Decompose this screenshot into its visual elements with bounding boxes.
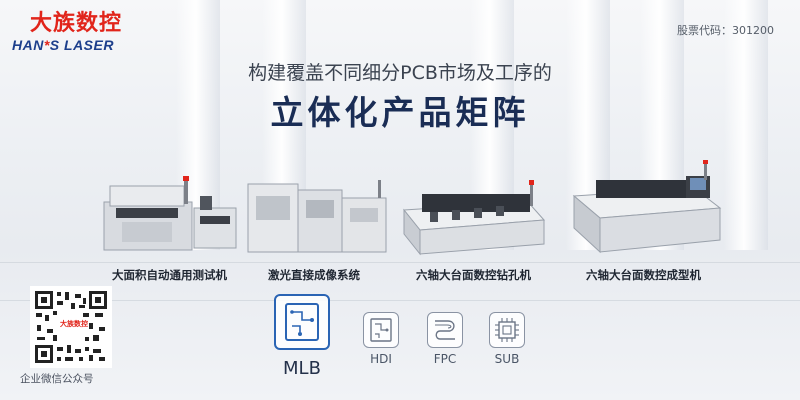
process-mlb-box[interactable] [274, 294, 330, 350]
brand-star: * [43, 37, 50, 53]
mlb-board-icon [285, 303, 319, 341]
qr-center-logo: 大族数控 [60, 320, 88, 328]
process-hdi-label: HDI [370, 352, 392, 366]
brand-en-right: S LASER [49, 37, 114, 53]
process-mlb[interactable]: MLB [270, 294, 334, 379]
stock-number: 301200 [732, 24, 774, 37]
process-sub-box[interactable] [489, 312, 525, 348]
process-fpc-label: FPC [433, 352, 457, 366]
process-hdi-box[interactable] [363, 312, 399, 348]
floor-line [0, 300, 800, 301]
brand-en-left: HAN [12, 37, 44, 53]
stock-label: 股票代码： [677, 24, 732, 37]
brand-logo[interactable]: 大族数控 HAN*S LASER [12, 12, 132, 54]
machine-label-ldi: 激光直接成像系统 [268, 268, 360, 282]
machine-label-routing: 六轴大台面数控成型机 [586, 268, 701, 282]
ldi-machine-image[interactable] [246, 178, 388, 256]
wechat-qr-code[interactable]: 大族数控 [30, 286, 112, 368]
process-mlb-label: MLB [283, 358, 321, 379]
drilling-machine-image[interactable] [398, 180, 550, 256]
process-hdi[interactable]: HDI [360, 312, 402, 366]
brand-name-en: HAN*S LASER [12, 36, 132, 54]
machine-label-tester: 大面积自动通用测试机 [112, 268, 227, 282]
process-sub[interactable]: SUB [486, 312, 528, 366]
headline-subtitle: 构建覆盖不同细分PCB市场及工序的 [248, 62, 552, 84]
machine-label-drilling: 六轴大台面数控钻孔机 [416, 268, 531, 282]
background-column [724, 0, 768, 250]
qr-code-icon [33, 289, 109, 365]
routing-machine-image[interactable] [570, 160, 726, 256]
stock-code: 股票代码：301200 [677, 22, 774, 38]
headline-title: 立体化产品矩阵 [270, 93, 530, 132]
qr-caption: 企业微信公众号 [20, 373, 94, 385]
floor-line [0, 262, 800, 263]
tester-machine-image[interactable] [102, 172, 240, 256]
hdi-board-icon [370, 318, 392, 342]
fpc-flex-icon [435, 320, 455, 340]
process-fpc-box[interactable] [427, 312, 463, 348]
process-fpc[interactable]: FPC [424, 312, 466, 366]
sub-chip-icon [495, 318, 519, 342]
brand-name-cn: 大族数控 [30, 11, 123, 36]
process-sub-label: SUB [494, 352, 520, 366]
